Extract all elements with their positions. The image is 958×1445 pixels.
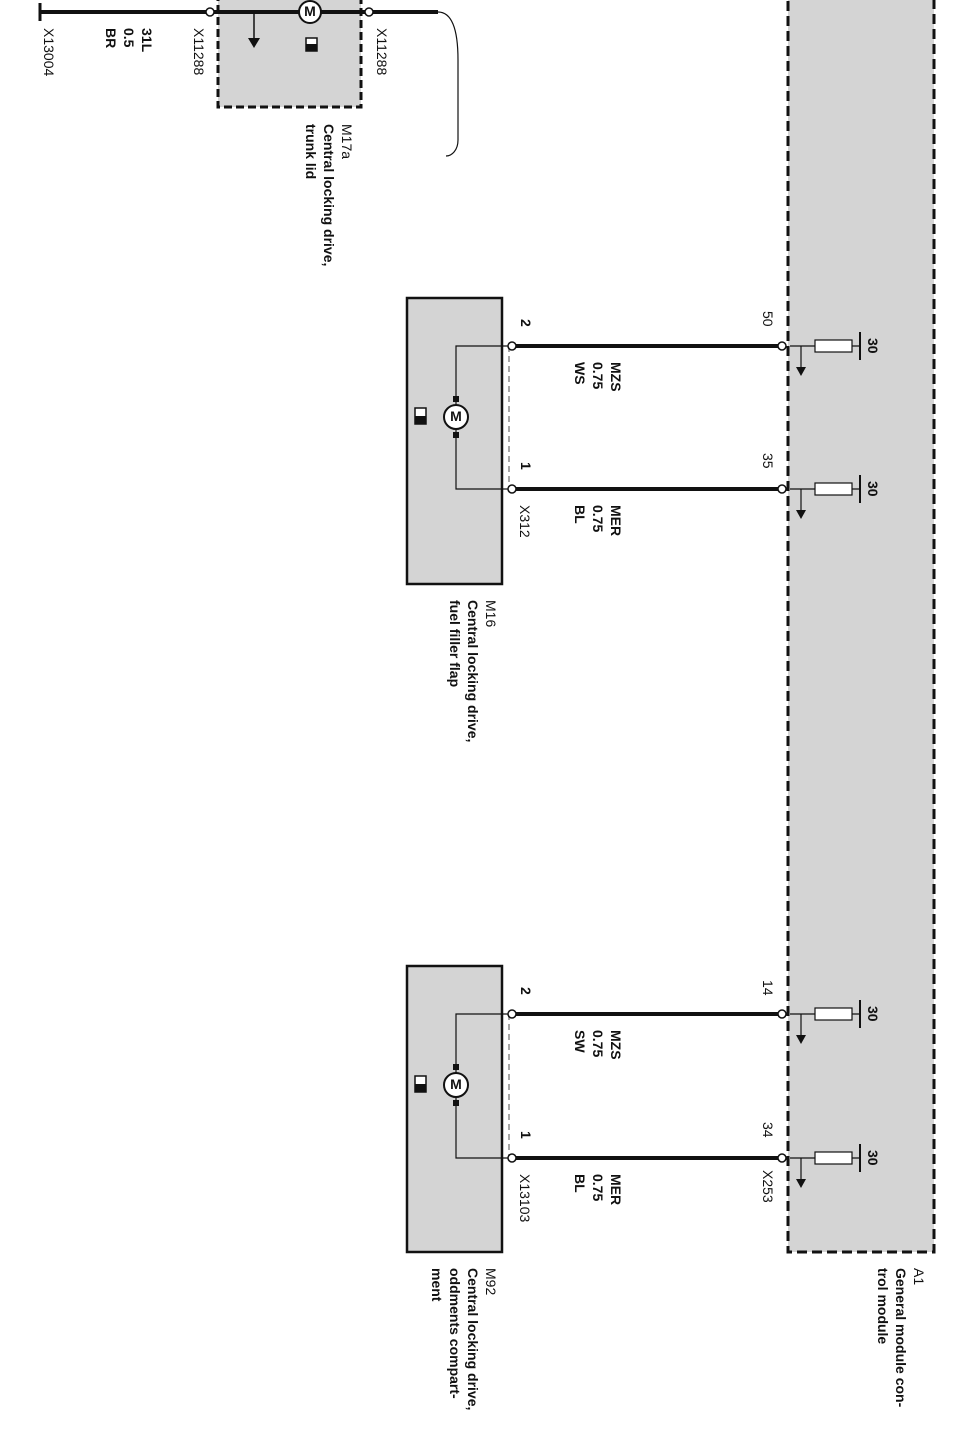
component-pin-label: 2 <box>518 319 534 327</box>
ground-arrow-icon <box>796 1179 806 1188</box>
x11288-connector-left <box>205 7 215 17</box>
oddments-drive-m92: M <box>405 964 512 1254</box>
m16-motor-brush-bottom <box>453 432 459 438</box>
m92-desc-line: ment <box>429 1268 445 1302</box>
wire-signal-label: MZS <box>608 1030 624 1060</box>
general-module-a1-box <box>786 0 936 1254</box>
connector-x13103-label: X13103 <box>517 1174 533 1222</box>
m16-desc-line: fuel filler flap <box>447 600 463 687</box>
m16-box <box>405 296 504 586</box>
m17a-box <box>216 0 363 109</box>
wire-end-connector <box>777 1009 787 1019</box>
wire-end-connector <box>777 1153 787 1163</box>
m92-id-label: M92 <box>483 1268 499 1295</box>
wire-signal-label: MER <box>608 505 624 536</box>
a1-id-label: A1 <box>911 1268 927 1285</box>
m16-lock-icon-fill <box>415 416 426 424</box>
wire-m92-pin2 <box>507 1000 861 1044</box>
wire-size-label: 0.5 <box>121 28 137 48</box>
fuse-icon <box>814 1151 853 1165</box>
fuse-icon <box>814 1007 853 1021</box>
ground-arrow-icon <box>796 1035 806 1044</box>
wire-signal-label: 31L <box>139 28 155 53</box>
wire-signal-label: MER <box>608 1174 624 1205</box>
wire-m92-pin1 <box>507 1144 861 1188</box>
fuse-icon <box>814 339 853 353</box>
trunk-lid-drive-m17a: M <box>38 0 459 157</box>
supply-label: 30 <box>865 1006 881 1022</box>
m17a-motor-letter: M <box>304 3 316 19</box>
connector-x253-label: X253 <box>760 1170 776 1203</box>
m92-motor-letter: M <box>450 1076 462 1092</box>
m17a-desc-line: Central locking drive, <box>321 124 337 266</box>
m16-motor-brush-top <box>453 396 459 402</box>
module-pin-label: 14 <box>760 980 776 996</box>
a1-desc-line: trol module <box>875 1268 891 1344</box>
m16-motor-icon <box>443 404 469 430</box>
m16-id-label: M16 <box>483 600 499 627</box>
supply-label: 30 <box>865 1150 881 1166</box>
m17a-desc-line: trunk lid <box>303 124 319 179</box>
ground-arrow-icon <box>796 510 806 519</box>
m17a-lock-icon-fill <box>306 44 317 51</box>
m17a-motor-icon <box>298 0 322 24</box>
m16-motor-letter: M <box>450 408 462 424</box>
module-pin-label: 35 <box>760 453 776 469</box>
wire-end-connector <box>777 341 787 351</box>
wire-size-label: 0.75 <box>590 362 606 389</box>
wire-m16-pin1 <box>507 475 861 519</box>
wire-end-connector <box>507 484 517 494</box>
x11288-connector-right <box>364 7 374 17</box>
fuel-flap-drive-m16: M <box>405 296 512 586</box>
component-pin-label: 2 <box>518 987 534 995</box>
wire-m16-pin2 <box>507 332 861 376</box>
a1-description: A1 General module con- trol module <box>875 1268 927 1408</box>
general-module-a1 <box>786 0 936 1254</box>
m17a-arrow-icon <box>248 38 260 48</box>
m92-lock-icon-fill <box>415 1084 426 1092</box>
component-pin-label: 1 <box>518 462 534 470</box>
m92-box <box>405 964 504 1254</box>
wire-signal-label: MZS <box>608 362 624 392</box>
wire-end-connector <box>777 484 787 494</box>
connector-x11288-label: X11288 <box>191 28 207 75</box>
m92-motor-brush-top <box>453 1064 459 1070</box>
m17a-bracket <box>437 11 459 157</box>
m16-description: M16 Central locking drive, fuel filler f… <box>447 600 499 742</box>
wire-color-label: SW <box>572 1030 588 1053</box>
wire-color-label: BL <box>572 505 588 524</box>
fuse-icon <box>814 482 853 496</box>
a1-desc-line: General module con- <box>893 1268 909 1408</box>
m17a-description: M17a Central locking drive, trunk lid <box>303 124 355 266</box>
ground-arrow-icon <box>796 367 806 376</box>
m92-motor-icon <box>443 1072 469 1098</box>
connector-x13004-label: X13004 <box>41 28 57 76</box>
supply-label: 30 <box>865 338 881 354</box>
wire-size-label: 0.75 <box>590 505 606 532</box>
wire-end-connector <box>507 1009 517 1019</box>
component-pin-label: 1 <box>518 1131 534 1139</box>
module-pin-label: 50 <box>760 311 776 327</box>
supply-label: 30 <box>865 481 881 497</box>
wire-size-label: 0.75 <box>590 1174 606 1201</box>
wire-size-label: 0.75 <box>590 1030 606 1057</box>
wire-color-label: BR <box>103 28 119 48</box>
m92-desc-line: oddments compart- <box>447 1268 463 1399</box>
wire-end-connector <box>507 1153 517 1163</box>
connector-x11288-label: X11288 <box>374 28 390 75</box>
connector-x312-label: X312 <box>517 505 533 538</box>
m16-desc-line: Central locking drive, <box>465 600 481 742</box>
wire-color-label: BL <box>572 1174 588 1193</box>
wire-color-label: WS <box>572 362 588 385</box>
m92-desc-line: Central locking drive, <box>465 1268 481 1410</box>
module-pin-label: 34 <box>760 1122 776 1138</box>
m92-motor-brush-bottom <box>453 1100 459 1106</box>
m17a-id-label: M17a <box>339 124 355 159</box>
m92-description: M92 Central locking drive, oddments comp… <box>429 1268 499 1410</box>
wire-end-connector <box>507 341 517 351</box>
